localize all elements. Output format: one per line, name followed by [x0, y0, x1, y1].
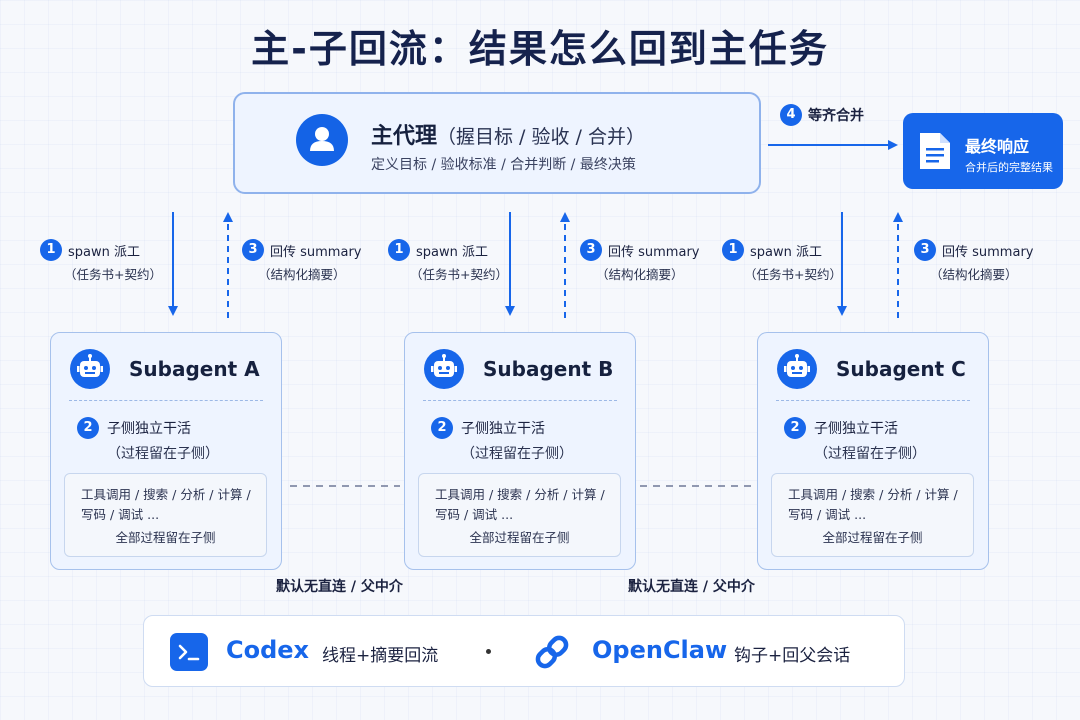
- main-agent-role: （握目标 / 验收 / 合并）: [437, 126, 645, 148]
- tools-line-1: 工具调用 / 搜索 / 分析 / 计算 /: [435, 487, 605, 502]
- step-number: 1: [722, 239, 744, 261]
- return-sub-b: （结构化摘要）: [596, 267, 684, 282]
- main-agent-box: 主代理（握目标 / 验收 / 合并） 定义目标 / 验收标准 / 合并判断 / …: [233, 92, 761, 194]
- openclaw-name: OpenClaw: [592, 636, 728, 664]
- robot-icon: [777, 349, 817, 389]
- process-note: 全部过程留在子侧: [469, 530, 570, 545]
- sub-work-sub: （过程留在子侧）: [814, 446, 926, 462]
- step-number: 3: [580, 239, 602, 261]
- main-agent-desc: 定义目标 / 验收标准 / 合并判断 / 最终决策: [371, 157, 636, 173]
- robot-icon: [424, 349, 464, 389]
- process-box: 工具调用 / 搜索 / 分析 / 计算 / 写码 / 调试 ... 全部过程留在…: [64, 473, 267, 557]
- tools-line-1: 工具调用 / 搜索 / 分析 / 计算 /: [81, 487, 251, 502]
- sub-work-sub: （过程留在子侧）: [107, 446, 219, 462]
- process-box: 工具调用 / 搜索 / 分析 / 计算 / 写码 / 调试 ... 全部过程留在…: [771, 473, 974, 557]
- openclaw-desc: 钩子+回父会话: [734, 646, 851, 666]
- process-note: 全部过程留在子侧: [115, 530, 216, 545]
- tools-line-2: 写码 / 调试 ...: [435, 507, 514, 522]
- process-box: 工具调用 / 搜索 / 分析 / 计算 / 写码 / 调试 ... 全部过程留在…: [418, 473, 621, 557]
- final-response-box: 最终响应 合并后的完整结果: [903, 113, 1063, 189]
- user-icon: [296, 114, 348, 166]
- step-number: 2: [784, 417, 806, 439]
- step-number: 4: [780, 104, 802, 126]
- codex-name: Codex: [226, 636, 310, 664]
- step-number: 2: [77, 417, 99, 439]
- spawn-sub-a: （任务书+契约）: [64, 267, 162, 282]
- robot-icon: [70, 349, 110, 389]
- tools-line-2: 写码 / 调试 ...: [788, 507, 867, 522]
- divider: [776, 400, 970, 401]
- spawn-sub-b: （任务书+契约）: [410, 267, 508, 282]
- subagent-name: Subagent A: [129, 357, 260, 381]
- relay-label-ab: 默认无直连 / 父中介: [276, 579, 403, 595]
- codex-desc: 线程+摘要回流: [322, 646, 439, 666]
- tools-line-1: 工具调用 / 搜索 / 分析 / 计算 /: [788, 487, 958, 502]
- tools-line-2: 写码 / 调试 ...: [81, 507, 160, 522]
- link-icon: [535, 635, 569, 669]
- divider: [69, 400, 263, 401]
- page-title: 主-子回流：结果怎么回到主任务: [251, 27, 829, 71]
- sub-work-sub: （过程留在子侧）: [461, 446, 573, 462]
- final-title: 最终响应: [965, 137, 1030, 156]
- terminal-icon: [170, 633, 208, 671]
- subagent-name: Subagent C: [836, 357, 966, 381]
- framework-bar: Codex 线程+摘要回流 OpenClaw 钩子+回父会话: [143, 615, 905, 687]
- step-number: 3: [242, 239, 264, 261]
- divider: [423, 400, 617, 401]
- return-sub-a: （结构化摘要）: [258, 267, 346, 282]
- main-agent-name: 主代理: [371, 124, 438, 149]
- step-number: 1: [388, 239, 410, 261]
- step-number: 1: [40, 239, 62, 261]
- separator-dot: [486, 649, 491, 654]
- step-number: 2: [431, 417, 453, 439]
- step-number: 3: [914, 239, 936, 261]
- return-sub-c: （结构化摘要）: [930, 267, 1018, 282]
- final-sub: 合并后的完整结果: [965, 161, 1053, 174]
- spawn-sub-c: （任务书+契约）: [744, 267, 842, 282]
- relay-label-bc: 默认无直连 / 父中介: [628, 579, 755, 595]
- document-icon: [920, 133, 950, 169]
- process-note: 全部过程留在子侧: [822, 530, 923, 545]
- main-agent-title: 主代理（握目标 / 验收 / 合并）: [371, 118, 645, 150]
- subagent-name: Subagent B: [483, 357, 614, 381]
